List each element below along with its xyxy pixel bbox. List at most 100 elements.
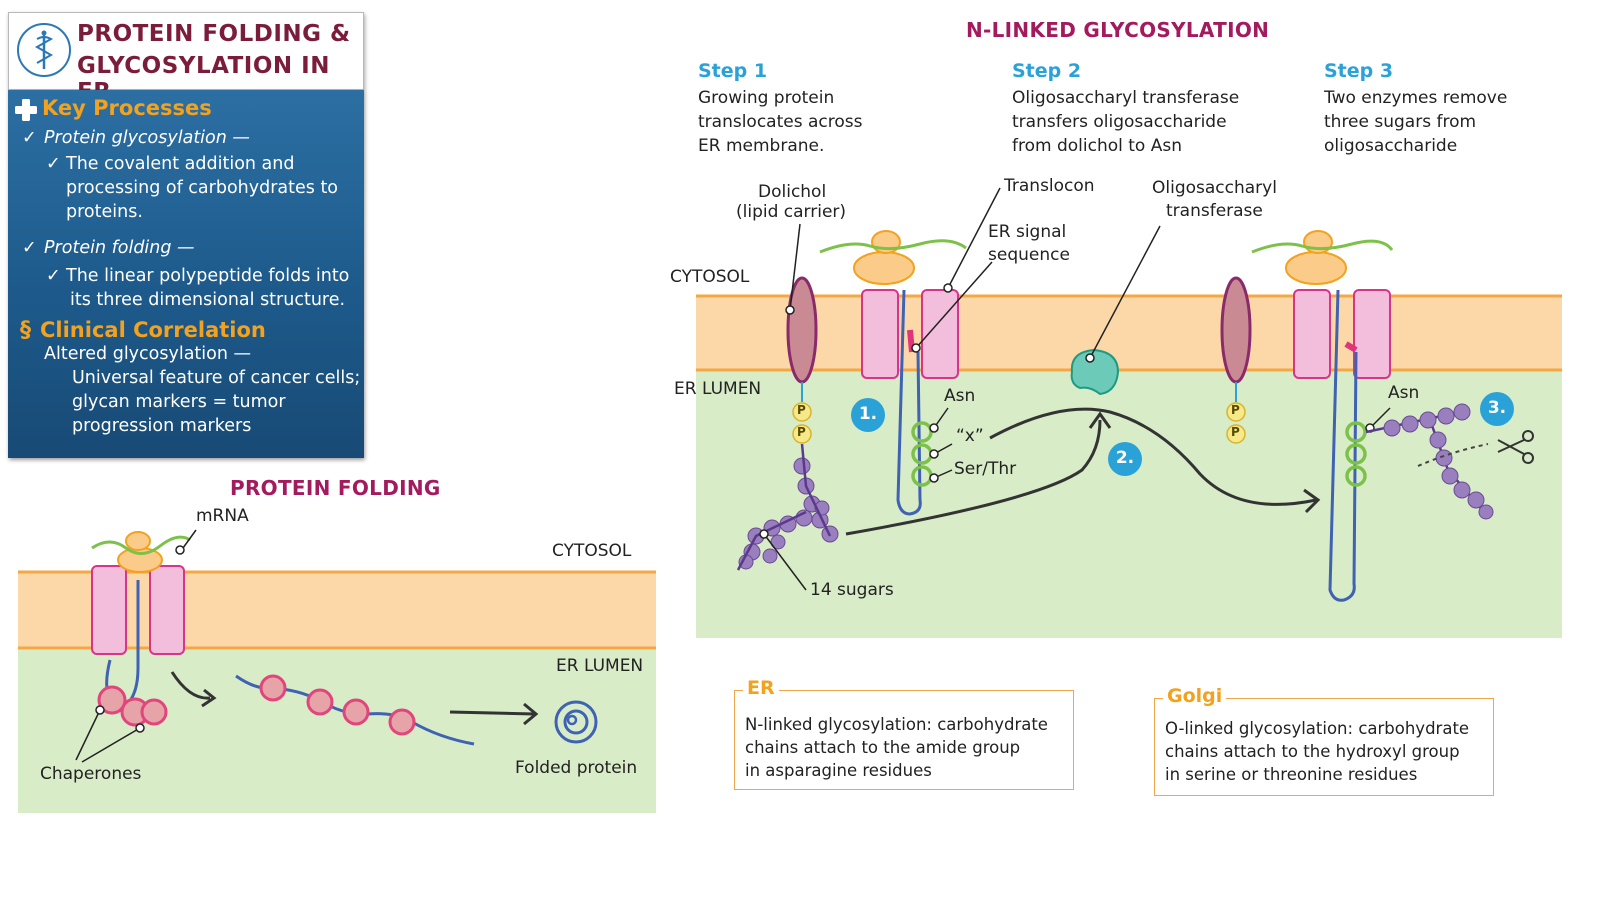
folding-arrow bbox=[170, 671, 211, 700]
er-box-line1: N-linked glycosylation: carbohydrate bbox=[745, 715, 1048, 734]
x-label: “x” bbox=[956, 426, 984, 446]
sugars-label: 14 sugars bbox=[810, 580, 894, 600]
translocon-right bbox=[149, 565, 185, 655]
chaperone bbox=[97, 685, 127, 715]
golgi-box-heading: Golgi bbox=[1163, 685, 1227, 707]
translocon-right bbox=[1353, 289, 1391, 379]
er-box-line2: chains attach to the amide group bbox=[745, 738, 1021, 757]
check-icon: ✓ bbox=[46, 266, 61, 286]
mrna-strand bbox=[1251, 239, 1394, 254]
section-sign-icon: § bbox=[20, 318, 31, 343]
check-icon: ✓ bbox=[46, 154, 61, 174]
step2-line1: Oligosaccharyl transferase bbox=[1012, 88, 1240, 108]
phosphate bbox=[792, 424, 812, 444]
ost-label-1: Oligosaccharyl bbox=[1152, 178, 1277, 198]
chaperone bbox=[388, 708, 416, 736]
translocon-left bbox=[91, 565, 127, 655]
translocon-left bbox=[1293, 289, 1331, 379]
asn-label-step3: Asn bbox=[1388, 383, 1420, 403]
step2-line3: from dolichol to Asn bbox=[1012, 136, 1182, 156]
step1-line1: Growing protein bbox=[698, 88, 835, 108]
er-box-line3: in asparagine residues bbox=[745, 761, 932, 780]
clinical-heading: Clinical Correlation bbox=[40, 318, 266, 342]
signal-label-1: ER signal bbox=[988, 222, 1067, 242]
step3-line2: three sugars from bbox=[1324, 112, 1477, 132]
title-line2: GLYCOSYLATION IN ER bbox=[77, 53, 330, 105]
folding-desc-2: its three dimensional structure. bbox=[70, 290, 346, 310]
dolichol bbox=[1220, 276, 1252, 384]
plus-icon bbox=[15, 99, 37, 121]
transfer-arrow bbox=[989, 407, 1317, 506]
cut-line bbox=[1417, 443, 1489, 467]
asn-x-serthr-sequon bbox=[911, 421, 933, 487]
golgi-box-line3: in serine or threonine residues bbox=[1165, 765, 1418, 784]
glyco-desc-3: proteins. bbox=[66, 202, 143, 222]
folding-desc-1: The linear polypeptide folds into bbox=[66, 266, 350, 286]
folded-protein bbox=[554, 700, 598, 744]
folding-arrow bbox=[449, 710, 535, 716]
polypeptide bbox=[896, 289, 922, 516]
translocon-left bbox=[861, 289, 899, 379]
mrna-strand bbox=[819, 239, 967, 254]
phosphate-label: P bbox=[1231, 403, 1240, 417]
folded-protein-label: Folded protein bbox=[515, 758, 638, 778]
asn-label: Asn bbox=[944, 386, 976, 406]
er-lumen-region bbox=[696, 368, 1562, 638]
altered-desc-2: glycan markers = tumor bbox=[72, 392, 286, 412]
step3-badge: 3. bbox=[1480, 392, 1514, 426]
step1-line3: ER membrane. bbox=[698, 136, 825, 156]
title-line1: PROTEIN FOLDING & bbox=[77, 21, 351, 47]
dolichol-label-2: (lipid carrier) bbox=[736, 202, 847, 222]
step1-badge: 1. bbox=[851, 398, 885, 432]
lumen-label: ER LUMEN bbox=[674, 379, 762, 399]
step2-line2: transfers oligosaccharide bbox=[1012, 112, 1227, 132]
cytosol-label: CYTOSOL bbox=[552, 541, 632, 561]
chaperones-label: Chaperones bbox=[40, 764, 142, 784]
signal-label-2: sequence bbox=[988, 245, 1070, 265]
golgi-info-box: Golgi O-linked glycosylation: carbohydra… bbox=[1154, 685, 1494, 796]
phosphate bbox=[1226, 424, 1246, 444]
folding-title: Protein folding — bbox=[44, 238, 195, 258]
phosphate bbox=[792, 402, 812, 422]
title-card: PROTEIN FOLDING & GLYCOSYLATION IN ER bbox=[8, 12, 364, 105]
chaperone bbox=[342, 698, 370, 726]
step3-heading: Step 3 bbox=[1324, 60, 1394, 82]
golgi-box-line1: O-linked glycosylation: carbohydrate bbox=[1165, 719, 1470, 738]
er-info-box: ER N-linked glycosylation: carbohydrate … bbox=[734, 677, 1074, 790]
phosphate-label: P bbox=[1231, 425, 1240, 439]
glyco-desc-2: processing of carbohydrates to bbox=[66, 178, 339, 198]
chaperone bbox=[140, 698, 168, 726]
er-lumen-region bbox=[18, 645, 656, 813]
key-processes-heading: Key Processes bbox=[42, 96, 212, 120]
step3-line1: Two enzymes remove bbox=[1324, 88, 1508, 108]
er-box-heading: ER bbox=[743, 677, 779, 699]
chaperone bbox=[259, 674, 287, 702]
scissors-icon bbox=[1497, 430, 1534, 464]
chaperone bbox=[306, 688, 334, 716]
glyco-desc-1: The covalent addition and bbox=[66, 154, 295, 174]
polypeptide bbox=[1328, 289, 1358, 602]
er-signal-sequence bbox=[1344, 341, 1358, 353]
serthr-label: Ser/Thr bbox=[954, 459, 1017, 479]
caduceus-logo-icon bbox=[17, 23, 71, 77]
step1-line2: translocates across bbox=[698, 112, 863, 132]
step3-line3: oligosaccharide bbox=[1324, 136, 1458, 156]
altered-desc-1: Universal feature of cancer cells; bbox=[72, 368, 361, 388]
golgi-box-line2: chains attach to the hydroxyl group bbox=[1165, 742, 1460, 761]
nlinked-title: N-LINKED GLYCOSYLATION bbox=[966, 18, 1270, 42]
check-icon: ✓ bbox=[22, 238, 37, 258]
glyco-title: Protein glycosylation — bbox=[44, 128, 250, 148]
check-icon: ✓ bbox=[22, 128, 37, 148]
phosphate-label: P bbox=[797, 403, 806, 417]
altered-desc-3: progression markers bbox=[72, 416, 252, 436]
step1-heading: Step 1 bbox=[698, 60, 768, 82]
translocon-label: Translocon bbox=[1004, 176, 1095, 196]
cytosol-label: CYTOSOL bbox=[670, 267, 750, 287]
mrna-strand bbox=[91, 535, 191, 555]
ribosome-large bbox=[1285, 251, 1347, 285]
altered-title: Altered glycosylation — bbox=[44, 344, 252, 364]
step2-heading: Step 2 bbox=[1012, 60, 1082, 82]
lumen-label: ER LUMEN bbox=[556, 656, 644, 676]
